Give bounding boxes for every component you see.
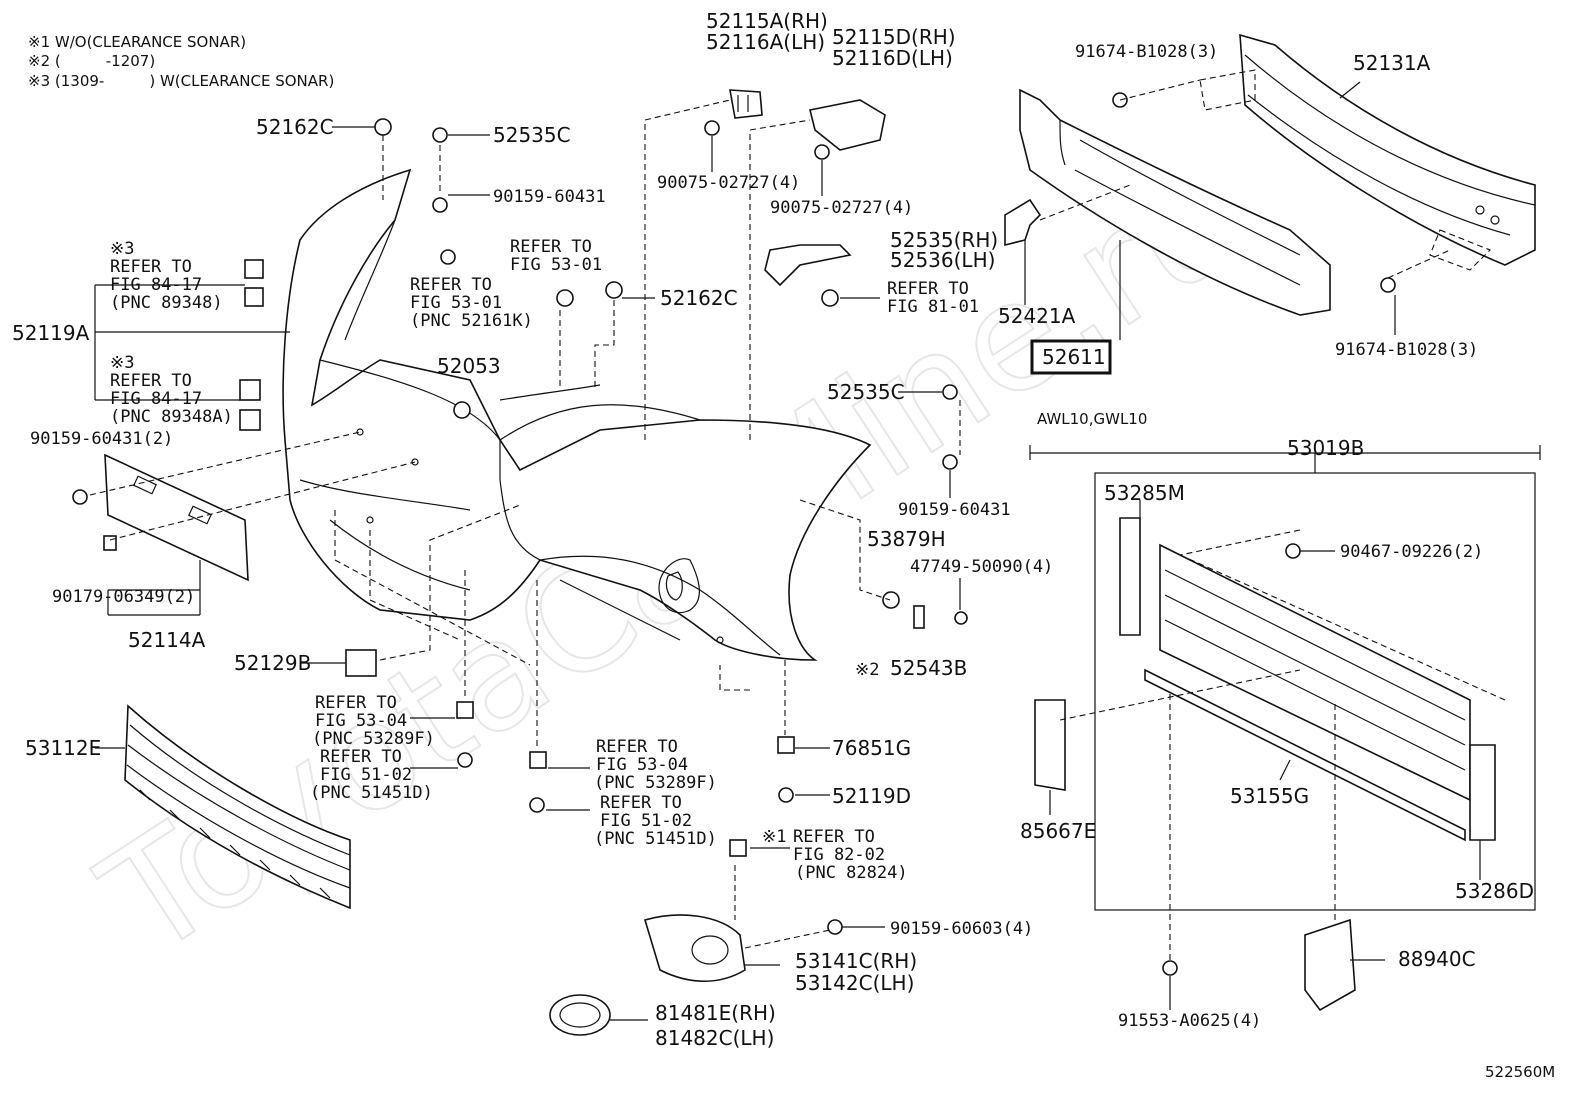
label-90075-a: 90075-02727(4) bbox=[657, 173, 800, 193]
label-90159-60431-2: 90159-60431(2) bbox=[30, 429, 173, 449]
label-53879H: 53879H bbox=[867, 527, 946, 551]
refer-82-02-3: (PNC 82824) bbox=[795, 863, 908, 883]
leader-lines bbox=[89, 69, 1541, 1021]
refer-53-01-b-3: (PNC 52161K) bbox=[410, 311, 533, 331]
label-85667E: 85667E bbox=[1020, 819, 1096, 843]
label-group: AWL10,GWL10 bbox=[1037, 410, 1147, 428]
refer-84-17-b-1: REFER TO bbox=[110, 371, 192, 391]
label-52162C-b: 52162C bbox=[660, 286, 738, 310]
bumper-cover-52119A bbox=[282, 168, 872, 661]
mark2: ※2 bbox=[855, 660, 879, 680]
label-47749: 47749-50090(4) bbox=[910, 557, 1053, 577]
refer-51-02-a-3: (PNC 51451D) bbox=[310, 783, 433, 803]
bumper-reinforcement-52131A bbox=[1239, 33, 1536, 266]
refer-51-02-a-1: REFER TO bbox=[320, 747, 402, 767]
refer-82-02-2: FIG 82-02 bbox=[793, 845, 885, 865]
license-bracket-52114A bbox=[104, 453, 249, 582]
label-52421A: 52421A bbox=[998, 304, 1076, 328]
note-3: ※3 (1309- ) W(CLEARANCE SONAR) bbox=[28, 72, 334, 90]
mark3-a: ※3 bbox=[110, 239, 134, 259]
refer-81-01-2: FIG 81-01 bbox=[887, 297, 979, 317]
refer-51-02-a-2: FIG 51-02 bbox=[320, 765, 412, 785]
refer-53-04-a-2: FIG 53-04 bbox=[315, 711, 407, 731]
labels: 52115A(RH) 52116A(LH) 52115D(RH) 52116D(… bbox=[12, 9, 1555, 1081]
refer-84-17-a-3: (PNC 89348) bbox=[110, 293, 223, 313]
label-52129B: 52129B bbox=[234, 651, 311, 675]
label-52053: 52053 bbox=[437, 354, 501, 378]
refer-81-01-1: REFER TO bbox=[887, 279, 969, 299]
lower-grille-53112E bbox=[124, 704, 351, 910]
note-2: ※2 ( -1207) bbox=[28, 52, 155, 70]
label-52119D: 52119D bbox=[832, 784, 911, 808]
label-52115A: 52115A(RH) bbox=[706, 9, 828, 33]
diagram-id: 522560M bbox=[1485, 1063, 1555, 1081]
label-81481E: 81481E(RH) bbox=[655, 1001, 776, 1025]
label-52535C-b: 52535C bbox=[827, 380, 905, 404]
shutter-assembly-53019B bbox=[1034, 472, 1536, 1012]
refer-53-04-a-3: (PNC 53289F) bbox=[312, 729, 435, 749]
label-90159-60603: 90159-60603(4) bbox=[890, 919, 1033, 939]
label-52543B: 52543B bbox=[890, 656, 967, 680]
label-91674-bot: 91674-B1028(3) bbox=[1335, 340, 1478, 360]
label-53285M: 53285M bbox=[1104, 481, 1185, 505]
refer-84-17-b-3: (PNC 89348A) bbox=[110, 407, 233, 427]
refer-53-01-b-2: FIG 53-01 bbox=[410, 293, 502, 313]
label-91674-top: 91674-B1028(3) bbox=[1075, 42, 1218, 62]
label-52611: 52611 bbox=[1042, 345, 1106, 369]
refer-82-02-1: REFER TO bbox=[793, 827, 875, 847]
refer-84-17-a-1: REFER TO bbox=[110, 257, 192, 277]
bracket-52115D bbox=[809, 99, 886, 151]
label-52119A: 52119A bbox=[12, 321, 90, 345]
fasteners bbox=[72, 92, 1396, 976]
refer-51-02-b-1: REFER TO bbox=[600, 793, 682, 813]
bracket-52115A bbox=[729, 89, 763, 119]
label-91553: 91553-A0625(4) bbox=[1118, 1011, 1261, 1031]
label-90159-60431-b: 90159-60431 bbox=[898, 500, 1011, 520]
fog-cover-81481E bbox=[549, 994, 611, 1036]
refer-53-01-b-1: REFER TO bbox=[410, 275, 492, 295]
label-90075-b: 90075-02727(4) bbox=[770, 198, 913, 218]
energy-absorber-52611 bbox=[1004, 88, 1331, 316]
label-53141C: 53141C(RH) bbox=[795, 949, 917, 973]
label-53142C: 53142C(LH) bbox=[795, 971, 914, 995]
refer-53-04-a-1: REFER TO bbox=[315, 693, 397, 713]
refer-53-01-a-2: FIG 53-01 bbox=[510, 255, 602, 275]
bracket-52535 bbox=[764, 244, 852, 287]
refer-51-02-b-3: (PNC 51451D) bbox=[594, 829, 717, 849]
label-52535-rh: 52535(RH) bbox=[890, 228, 998, 252]
label-90159-60431-a: 90159-60431 bbox=[493, 187, 606, 207]
label-52116A: 52116A(LH) bbox=[706, 30, 825, 54]
label-52114A: 52114A bbox=[128, 628, 206, 652]
refer-53-04-b-3: (PNC 53289F) bbox=[594, 773, 717, 793]
label-53286D: 53286D bbox=[1455, 879, 1534, 903]
mark3-b: ※3 bbox=[110, 353, 134, 373]
label-52536-lh: 52536(LH) bbox=[890, 248, 995, 272]
sensor-retainers bbox=[239, 259, 264, 431]
refer-84-17-b-2: FIG 84-17 bbox=[110, 389, 202, 409]
mark1: ※1 bbox=[762, 827, 786, 847]
label-90467: 90467-09226(2) bbox=[1340, 542, 1483, 562]
label-90179: 90179-06349(2) bbox=[52, 587, 195, 607]
label-52116D: 52116D(LH) bbox=[832, 46, 953, 70]
highlight-box-52611 bbox=[1030, 339, 1112, 375]
refer-53-04-b-2: FIG 53-04 bbox=[596, 755, 688, 775]
label-52535C-a: 52535C bbox=[493, 123, 571, 147]
label-52131A: 52131A bbox=[1353, 51, 1431, 75]
label-81482C: 81482C(LH) bbox=[655, 1026, 774, 1050]
fog-bezel-53141C bbox=[644, 914, 746, 983]
label-53112E: 53112E bbox=[25, 736, 101, 760]
label-76851G: 76851G bbox=[832, 736, 911, 760]
label-52115D: 52115D(RH) bbox=[832, 25, 956, 49]
label-52162C-a: 52162C bbox=[256, 115, 334, 139]
label-53019B: 53019B bbox=[1287, 436, 1364, 460]
refer-53-01-a-1: REFER TO bbox=[510, 237, 592, 257]
label-88940C: 88940C bbox=[1398, 947, 1476, 971]
refer-51-02-b-2: FIG 51-02 bbox=[600, 811, 692, 831]
refer-53-04-b-1: REFER TO bbox=[596, 737, 678, 757]
note-1: ※1 W/O(CLEARANCE SONAR) bbox=[28, 33, 246, 51]
label-53155G: 53155G bbox=[1230, 784, 1309, 808]
refer-84-17-a-2: FIG 84-17 bbox=[110, 275, 202, 295]
